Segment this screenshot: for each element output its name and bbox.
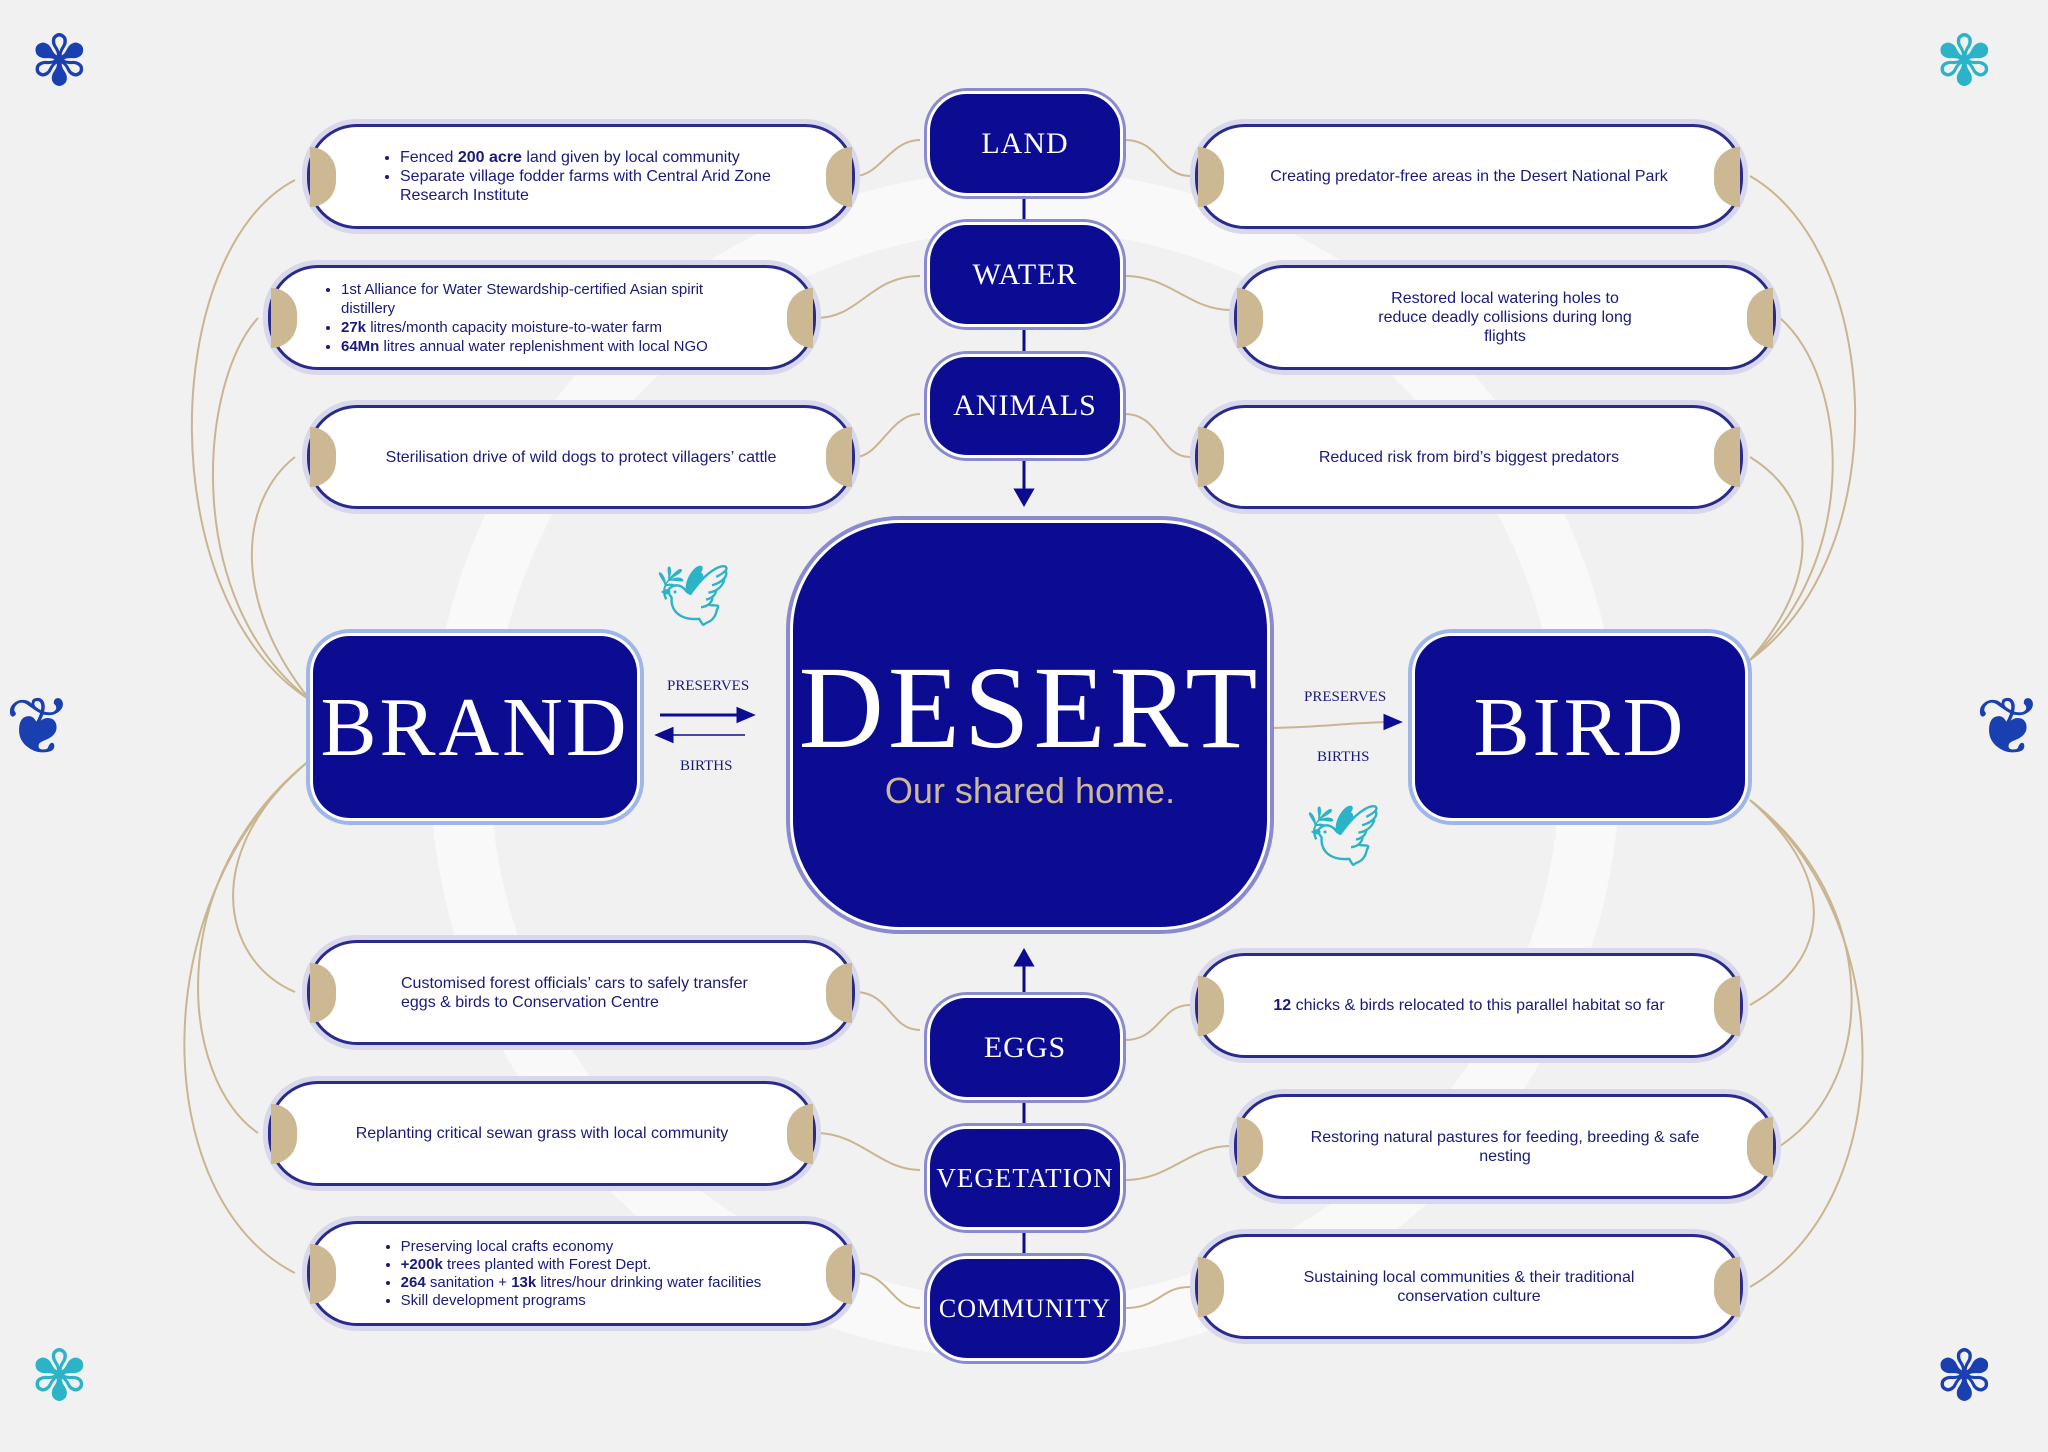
floral-ornament-icon: ❦ bbox=[1975, 682, 2043, 771]
brand-card-community: Preserving local crafts economy +200k tr… bbox=[307, 1221, 855, 1326]
bird-births-label: BIRTHS bbox=[1317, 749, 1370, 765]
brand-card-vegetation: Replanting critical sewan grass with loc… bbox=[268, 1081, 816, 1186]
brand-label: BRAND bbox=[320, 680, 630, 774]
theme-community: COMMUNITY bbox=[927, 1256, 1123, 1361]
bird-illustration-icon: 🕊 bbox=[1305, 802, 1382, 869]
theme-land: LAND bbox=[927, 91, 1123, 196]
brand-card-land: Fenced 200 acre land given by local comm… bbox=[307, 124, 855, 229]
bird-preserves-label: PRESERVES bbox=[1304, 689, 1387, 705]
floral-ornament-icon: ✾ bbox=[30, 1337, 89, 1415]
floral-ornament-icon: ✾ bbox=[1935, 22, 1994, 100]
card-text: Replanting critical sewan grass with loc… bbox=[355, 1125, 729, 1142]
bird-node: BIRD bbox=[1412, 633, 1748, 821]
theme-animals: ANIMALS bbox=[927, 354, 1123, 458]
theme-label: ANIMALS bbox=[953, 389, 1097, 422]
theme-label: COMMUNITY bbox=[938, 1293, 1112, 1323]
card-bullet: Fenced 200 acre land given by local comm… bbox=[400, 148, 782, 167]
brand-card-eggs: Customised forest officials’ cars to saf… bbox=[307, 940, 855, 1045]
card-bullet: Preserving local crafts economy bbox=[401, 1238, 762, 1256]
floral-ornament-icon: ✾ bbox=[1935, 1337, 1994, 1415]
bird-card-land: Creating predator-free areas in the Dese… bbox=[1195, 124, 1743, 229]
brand-node: BRAND bbox=[310, 633, 640, 821]
brand-births-label: BIRTHS bbox=[680, 758, 733, 774]
desert-center-node: DESERT Our shared home. bbox=[790, 520, 1270, 930]
brand-card-animals: Sterilisation drive of wild dogs to prot… bbox=[307, 405, 855, 509]
card-bullet: 1st Alliance for Water Stewardship-certi… bbox=[341, 280, 743, 318]
card-text: Sustaining local communities & their tra… bbox=[1303, 1268, 1635, 1305]
theme-label: WATER bbox=[972, 257, 1078, 291]
floral-ornament-icon: ❦ bbox=[5, 682, 73, 771]
card-bullet: 264 sanitation + 13k litres/hour drinkin… bbox=[401, 1274, 762, 1292]
bird-card-water: Restored local watering holes to reduce … bbox=[1234, 265, 1776, 370]
brand-card-water: 1st Alliance for Water Stewardship-certi… bbox=[268, 265, 816, 370]
card-text: Reduced risk from bird’s biggest predato… bbox=[1318, 448, 1620, 466]
bird-card-community: Sustaining local communities & their tra… bbox=[1195, 1234, 1743, 1339]
theme-eggs: EGGS bbox=[927, 995, 1123, 1100]
card-text: Restored local watering holes to reduce … bbox=[1378, 290, 1632, 345]
theme-vegetation: VEGETATION bbox=[927, 1126, 1123, 1230]
bird-label: BIRD bbox=[1473, 680, 1687, 774]
theme-label: VEGETATION bbox=[936, 1162, 1114, 1193]
theme-label: LAND bbox=[981, 126, 1069, 160]
theme-label: EGGS bbox=[983, 1030, 1067, 1064]
bird-card-animals: Reduced risk from bird’s biggest predato… bbox=[1195, 405, 1743, 509]
card-bold: 12 bbox=[1273, 997, 1292, 1014]
card-bullet: +200k trees planted with Forest Dept. bbox=[401, 1256, 762, 1274]
card-bullet: Skill development programs bbox=[401, 1292, 762, 1310]
card-bullet: 27k litres/month capacity moisture-to-wa… bbox=[341, 318, 743, 337]
card-bullet: 64Mn litres annual water replenishment w… bbox=[341, 337, 743, 356]
desert-title: DESERT bbox=[798, 642, 1262, 773]
card-text: chicks & birds relocated to this paralle… bbox=[1291, 997, 1665, 1014]
card-text: Restoring natural pastures for feeding, … bbox=[1310, 1128, 1700, 1165]
card-text: Sterilisation drive of wild dogs to prot… bbox=[385, 448, 777, 466]
bird-card-eggs: 12 chicks & birds relocated to this para… bbox=[1195, 953, 1743, 1058]
brand-preserves-label: PRESERVES bbox=[667, 678, 750, 694]
floral-ornament-icon: ✾ bbox=[30, 22, 89, 100]
bird-illustration-icon: 🕊 bbox=[655, 562, 732, 629]
desert-subtitle: Our shared home. bbox=[884, 770, 1176, 811]
bird-card-vegetation: Restoring natural pastures for feeding, … bbox=[1234, 1094, 1776, 1199]
card-bullet: Separate village fodder farms with Centr… bbox=[400, 167, 782, 205]
card-text: Creating predator-free areas in the Dese… bbox=[1270, 168, 1668, 185]
theme-water: WATER bbox=[927, 222, 1123, 327]
card-text: Customised forest officials’ cars to saf… bbox=[401, 974, 748, 1011]
